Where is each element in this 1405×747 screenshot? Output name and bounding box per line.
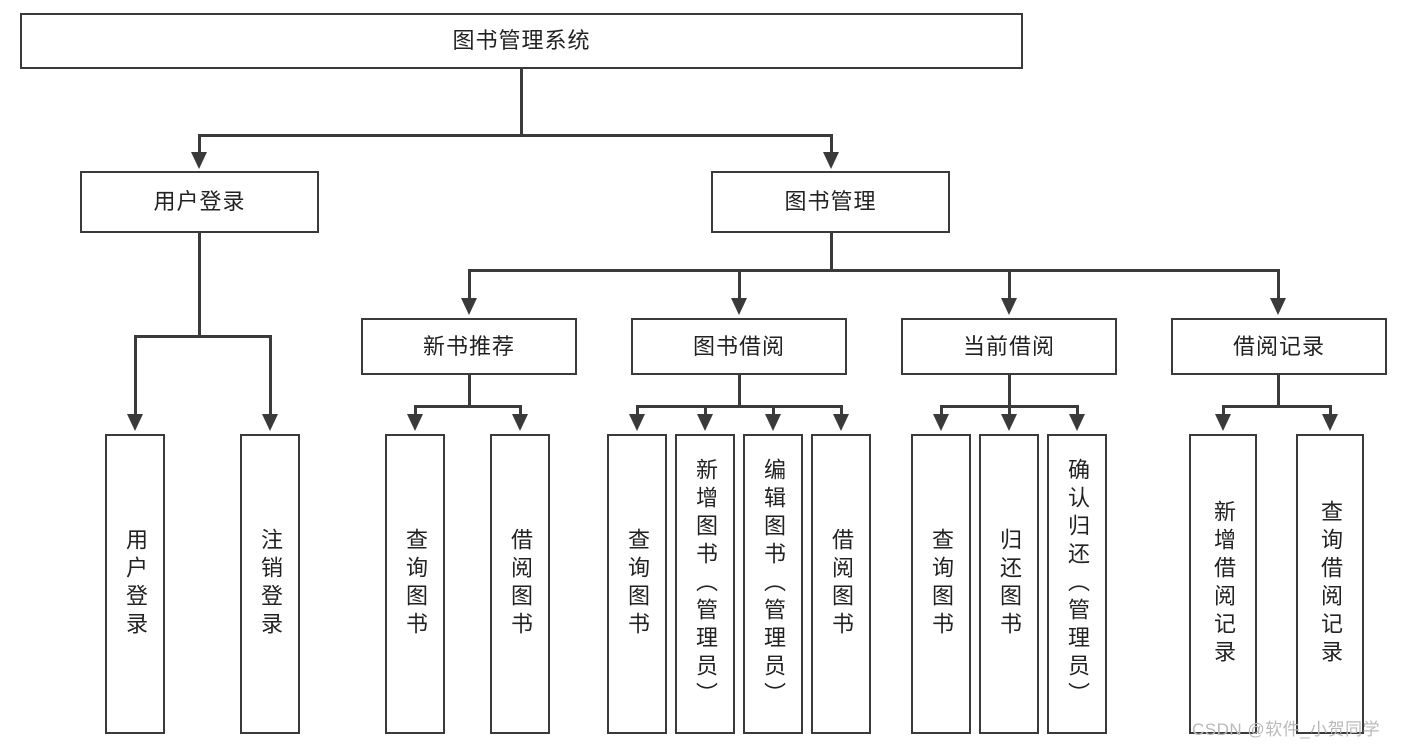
leaf-query-book-borrow[interactable]: 查询图书 [607,434,667,734]
node-user-login[interactable]: 用户登录 [80,171,319,233]
connector-current-borrow-child-1 [940,405,943,417]
leaf-query-borrow-record[interactable]: 查询借阅记录 [1296,434,1364,734]
arrowhead-leaf-borrow-book-1 [512,414,528,431]
leaf-user-login[interactable]: 用户登录 [105,434,165,734]
connector-root-bar [198,134,832,137]
node-book-management[interactable]: 图书管理 [711,171,950,233]
connector-new-book-stem [468,375,471,408]
connector-current-borrow-child-3 [1076,405,1079,417]
leaf-confirm-return-admin[interactable]: 确认归还（管理员） [1047,434,1107,734]
connector-user-login-child-2 [269,335,272,417]
node-borrow-record[interactable]: 借阅记录 [1171,318,1387,375]
arrowhead-leaf-edit-book [765,414,781,431]
connector-book-manage-stem [830,233,833,272]
node-label: 新增图书（管理员） [693,458,718,710]
arrowhead-leaf-query-book-2 [629,414,645,431]
connector-book-borrow-child-4 [840,405,843,417]
connector-book-manage-child-3 [1008,269,1011,301]
node-label: 新书推荐 [422,333,515,359]
node-label: 当前借阅 [962,333,1055,359]
arrowhead-new-book-recommend [461,298,477,315]
node-label: 借阅图书 [508,528,533,640]
node-label: 查询借阅记录 [1318,500,1343,668]
node-label: 借阅图书 [829,528,854,640]
arrowhead-leaf-query-book-1 [407,414,423,431]
connector-book-borrow-bar [636,405,843,408]
arrowhead-leaf-user-login [127,414,143,431]
arrowhead-leaf-add-record [1215,414,1231,431]
connector-user-login-stem [198,233,201,337]
arrowhead-book-manage [823,152,839,169]
node-label: 查询图书 [403,528,428,640]
arrowhead-leaf-borrow-book-2 [833,414,849,431]
arrowhead-leaf-add-book [697,414,713,431]
connector-book-manage-child-4 [1277,269,1280,301]
connector-new-book-child-1 [414,405,417,417]
arrowhead-leaf-query-record [1322,414,1338,431]
connector-book-borrow-child-1 [636,405,639,417]
connector-root-to-book-manage [830,134,833,155]
leaf-add-borrow-record[interactable]: 新增借阅记录 [1189,434,1257,734]
arrowhead-leaf-confirm-return [1069,414,1085,431]
node-label: 查询图书 [625,528,650,640]
connector-book-borrow-child-2 [704,405,707,417]
node-label: 图书借阅 [692,333,785,359]
node-label: 编辑图书（管理员） [761,458,786,710]
leaf-query-book-recommend[interactable]: 查询图书 [385,434,445,734]
node-label: 图书管理 [784,189,877,214]
connector-book-manage-child-1 [468,269,471,301]
leaf-return-book[interactable]: 归还图书 [979,434,1039,734]
node-current-borrow[interactable]: 当前借阅 [901,318,1117,375]
arrowhead-borrow-record [1270,298,1286,315]
node-label: 用户登录 [123,528,148,640]
arrowhead-book-borrow [731,298,747,315]
node-new-book-recommend[interactable]: 新书推荐 [361,318,577,375]
connector-new-book-child-2 [519,405,522,417]
connector-user-login-bar [134,335,272,338]
node-label: 查询图书 [929,528,954,640]
connector-borrow-record-stem [1277,375,1280,408]
leaf-edit-book-admin[interactable]: 编辑图书（管理员） [743,434,803,734]
connector-borrow-record-child-2 [1329,405,1332,417]
node-label: 用户登录 [153,189,246,214]
arrowhead-user-login [191,152,207,169]
node-label: 图书管理系统 [452,28,591,53]
node-root-system[interactable]: 图书管理系统 [20,13,1023,69]
csdn-watermark: CSDN @软件_小贺同学 [1192,720,1381,739]
leaf-borrow-book-recommend[interactable]: 借阅图书 [490,434,550,734]
connector-user-login-child-1 [134,335,137,417]
node-label: 注销登录 [258,528,283,640]
connector-current-borrow-stem [1008,375,1011,408]
arrowhead-leaf-query-book-3 [933,414,949,431]
node-label: 新增借阅记录 [1211,500,1236,668]
connector-book-manage-child-2 [738,269,741,301]
node-book-borrow[interactable]: 图书借阅 [631,318,847,375]
node-label: 归还图书 [997,528,1022,640]
connector-root-to-user-login [198,134,201,155]
arrowhead-current-borrow [1001,298,1017,315]
connector-current-borrow-child-2 [1008,405,1011,417]
arrowhead-leaf-logout [262,414,278,431]
connector-borrow-record-bar [1222,405,1332,408]
connector-root-stem [520,69,523,136]
leaf-query-book-current[interactable]: 查询图书 [911,434,971,734]
connector-new-book-bar [414,405,522,408]
leaf-borrow-book[interactable]: 借阅图书 [811,434,871,734]
connector-book-manage-bar [468,269,1280,272]
node-label: 确认归还（管理员） [1065,458,1090,710]
arrowhead-leaf-return-book [1001,414,1017,431]
leaf-add-book-admin[interactable]: 新增图书（管理员） [675,434,735,734]
leaf-logout[interactable]: 注销登录 [240,434,300,734]
connector-borrow-record-child-1 [1222,405,1225,417]
connector-book-borrow-child-3 [772,405,775,417]
node-label: 借阅记录 [1232,333,1325,359]
connector-book-borrow-stem [738,375,741,408]
